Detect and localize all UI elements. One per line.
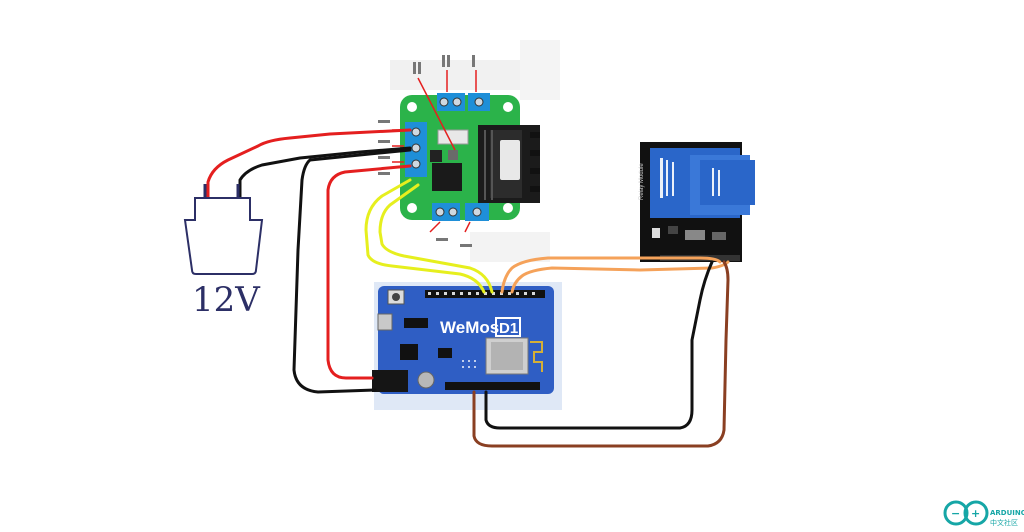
regulator-chip [432,163,462,191]
logo-brand: ARDUINO [990,509,1024,517]
wire-signal-yellow-2 [378,183,494,294]
logo-ring-right-icon [963,500,989,526]
annotation-strip [470,232,550,262]
wemos-model: D1 [499,320,518,337]
annotation-marks [378,55,475,247]
dc-power-jack [372,370,408,392]
capacitor [417,371,435,389]
svg-text:+: + [971,507,980,520]
mounting-hole [503,102,513,112]
antenna-trace [530,341,543,372]
wemos-model-box [495,317,521,337]
wire-relay-orange-2 [510,260,730,294]
wire-12v-red [206,128,412,200]
mounting-hole [503,203,513,213]
usb-port [377,313,393,331]
regulator-chip [400,344,418,360]
mounting-hole [407,102,417,112]
logo-subtitle: 中文社区 [990,518,1018,527]
pin-header-bottom [445,382,540,390]
plug-body-icon [183,197,264,275]
relay-module: Relay Module [639,142,755,262]
wire-power-red [326,164,412,380]
wemos-name: WeMos [440,318,499,337]
annotation-strip [390,60,540,90]
wire-relay-black [484,260,714,430]
wire-gnd-black [292,148,412,394]
wires [206,128,730,448]
power-label: 12V [192,280,261,320]
relay-cube-2 [700,160,755,205]
power-plug: 12V [183,184,264,320]
wemos-d1-board: WeMos D1 [372,282,562,410]
motor-driver-board [378,40,560,262]
arduino-cn-logo: − + ARDUINO 中文社区 [943,500,1024,527]
svg-text:−: − [951,507,960,520]
mounting-hole [407,203,417,213]
logo-ring-left-icon [943,500,969,526]
annotation-strip [520,40,560,100]
heatsink [478,125,540,203]
relay-module-name: Relay Module [639,163,645,200]
wire-signal-yellow-1 [364,178,486,294]
wire-relay-brown [472,260,730,448]
wire-relay-orange-1 [500,256,722,294]
annotation-pointers [392,70,477,233]
wire-12v-black [238,146,412,200]
header-connector [437,129,469,145]
